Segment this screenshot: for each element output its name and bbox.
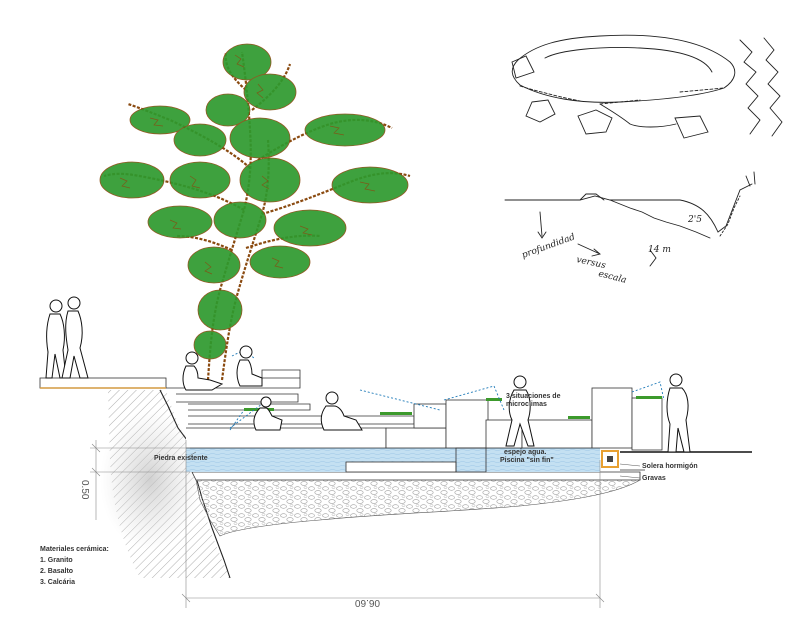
grass-strip-2 (380, 412, 412, 415)
sketch-depth-word: profundidad (521, 232, 577, 261)
label-espejo-line1: espejo agua. (504, 449, 546, 456)
label-espejo-line2: Piscina "sin fin" (500, 457, 554, 464)
grass-strip-4 (636, 396, 662, 399)
materials-legend: Materiales cerámica: 1. Granito 2. Basal… (40, 546, 109, 586)
sitting-person-2 (236, 345, 263, 387)
concrete-slab (191, 471, 641, 481)
tree-foliage-texture (119, 54, 376, 275)
materials-title: Materiales cerámica: (40, 546, 109, 553)
materials-item-3: 3. Calcária (40, 579, 75, 586)
tree-foliage (99, 43, 409, 360)
terraces (39, 349, 665, 473)
grass-strip-3 (568, 416, 590, 419)
sketch-escala-word: escala (597, 269, 627, 286)
top-deck (39, 377, 167, 389)
terrain (100, 389, 752, 579)
sketch-versus-word: versus (575, 255, 607, 271)
width-dimension-label: 06.60 (355, 597, 380, 608)
tree (99, 43, 411, 381)
materials-item-2: 2. Basalto (40, 568, 73, 575)
gravel-layer (195, 479, 642, 537)
sitting-person-1 (182, 351, 224, 391)
label-piedra-existente: Piedra existente (154, 455, 208, 462)
sketch-height-value: 2'5 (687, 215, 702, 225)
standing-person-2 (666, 373, 691, 453)
label-situaciones-line2: microclimas (506, 401, 547, 408)
grass-strip-5 (486, 398, 502, 401)
sitting-person-4 (320, 391, 363, 431)
dimension-lines (90, 440, 605, 608)
people (45, 296, 691, 453)
sketch-section-view (504, 171, 756, 267)
depth-dimension-label: 0.50 (79, 480, 90, 500)
sketch-length-value: 14 m (648, 245, 671, 255)
sitting-person-3 (253, 396, 283, 431)
callouts: Piedra existente 3 situaciones de microc… (154, 393, 698, 482)
sketch-plan-view (511, 34, 783, 139)
standing-person-1 (505, 375, 535, 447)
label-gravas: Gravas (642, 475, 666, 482)
label-situaciones-line1: 3 situaciones de (506, 393, 561, 400)
concept-sketch: profundidad versus escala 2'5 14 m (504, 34, 783, 286)
label-solera: Solera hormigón (642, 463, 698, 470)
walking-couple (45, 296, 89, 379)
materials-item-1: 1. Granito (40, 557, 73, 564)
